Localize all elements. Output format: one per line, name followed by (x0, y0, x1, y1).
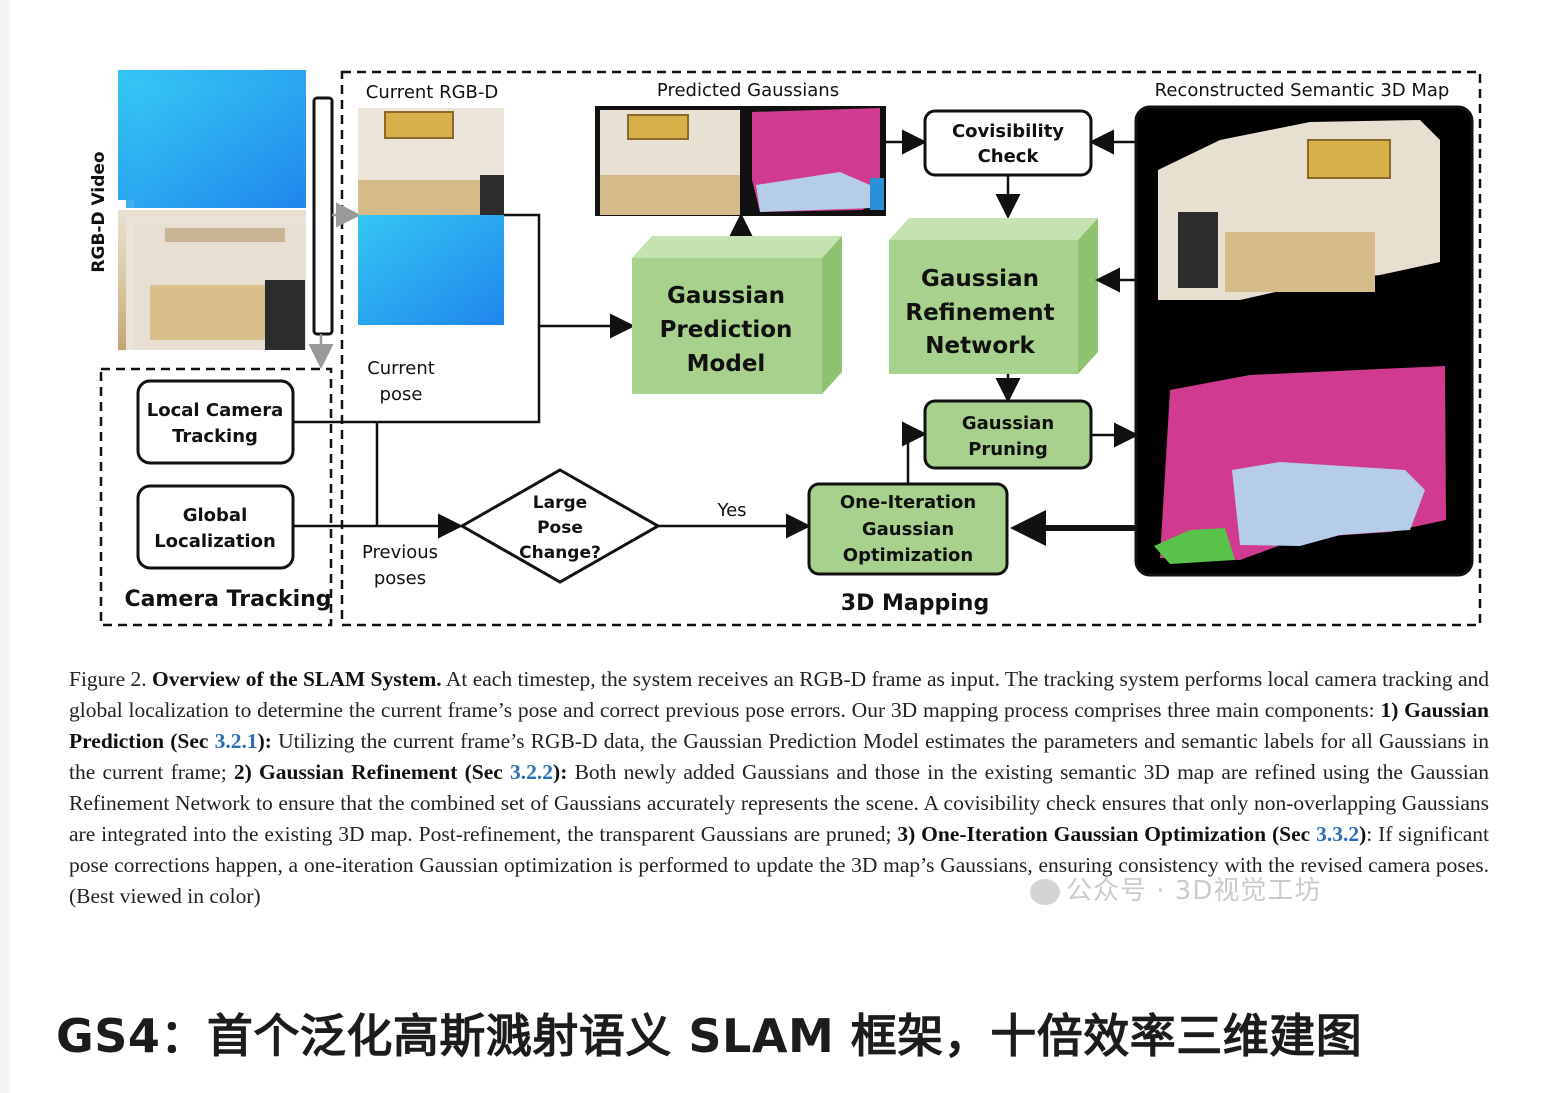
prune-label-1: Gaussian (962, 413, 1054, 434)
current-rgbd-label: Current RGB-D (366, 82, 499, 103)
predicted-gaussians-label: Predicted Gaussians (657, 80, 839, 101)
oigo-label-1: One-Iteration (840, 492, 976, 513)
camera-tracking-panel (99, 367, 333, 627)
section-ref-3-2-1[interactable]: 3.2.1 (214, 729, 258, 753)
diamond-label-2: Pose (537, 518, 583, 538)
3d-mapping-title: 3D Mapping (841, 591, 989, 616)
current-pose-label-line1: Current (367, 358, 435, 379)
slam-overview-diagram: RGB-D Video Current RGB-D Current pose L… (89, 70, 1482, 627)
grn-label-1: Gaussian (921, 266, 1039, 292)
article-headline: GS4：首个泛化高斯溅射语义 SLAM 框架，十倍效率三维建图 (56, 1009, 1363, 1063)
caption-bold-3: 3) One-Iteration Gaussian Optimization (… (897, 822, 1367, 846)
current-pose-label-line2: pose (380, 384, 423, 405)
grn-label-2: Refinement (905, 300, 1054, 326)
local-tracking-label-1: Local Camera (147, 400, 283, 421)
watermark: 公众号 · 3D视觉工坊 (1030, 870, 1321, 907)
caption-text-2: Utilizing the current frame’s RGB-D data… (69, 729, 1489, 784)
global-loc-label-1: Global (183, 505, 248, 526)
gpm-label-1: Gaussian (667, 283, 785, 309)
grn-label-3: Network (925, 333, 1035, 359)
yes-label: Yes (716, 500, 746, 521)
local-tracking-label-2: Tracking (172, 426, 258, 447)
oigo-label-2: Gaussian (862, 519, 954, 540)
gpm-label-2: Prediction (660, 317, 793, 343)
3d-mapping-panel (340, 70, 1482, 627)
gpm-label-3: Model (687, 351, 766, 377)
rgbd-video-color-stack (118, 210, 306, 350)
diamond-label-1: Large (533, 493, 587, 513)
watermark-text: 公众号 · 3D视觉工坊 (1066, 876, 1322, 906)
covis-label-2: Check (978, 146, 1040, 167)
gaussian-refinement-network-box (889, 218, 1098, 374)
caption-text-4: : If significant pose corrections happen… (69, 822, 1489, 908)
caption-bold-2: 2) Gaussian Refinement (Sec 3.2.2): (233, 760, 568, 784)
caption-bold-1: 1) Gaussian Prediction (Sec 3.2.1): (69, 698, 1489, 753)
local-camera-tracking-box (136, 379, 295, 465)
rgbd-video-label: RGB-D Video (89, 151, 109, 272)
global-localization-box (136, 484, 295, 570)
caption-text-1: At each timestep, the system receives an… (69, 667, 1490, 722)
large-pose-change-decision (458, 468, 662, 584)
reconstructed-map-image (1154, 120, 1446, 564)
rgbd-video-depth-stack (118, 70, 306, 208)
frame-selector-bar (312, 96, 334, 336)
oigo-label-3: Optimization (843, 545, 973, 566)
gaussian-prediction-model-box (632, 236, 842, 394)
global-loc-label-2: Localization (154, 531, 276, 552)
section-ref-3-2-2[interactable]: 3.2.2 (510, 760, 554, 784)
previous-poses-label-2: poses (374, 568, 426, 589)
caption-text-3: Both newly added Gaussians and those in … (69, 760, 1490, 846)
wechat-logo-icon (1030, 878, 1060, 905)
caption-prefix: Figure 2. (69, 667, 153, 691)
reconstructed-map-label: Reconstructed Semantic 3D Map (1155, 80, 1450, 101)
diamond-label-3: Change? (519, 543, 601, 563)
covis-label-1: Covisibility (952, 121, 1064, 142)
figure-caption: Figure 2. Overview of the SLAM System. A… (69, 664, 1489, 912)
previous-poses-label-1: Previous (362, 542, 438, 563)
section-ref-3-3-2[interactable]: 3.3.2 (1316, 822, 1360, 846)
current-rgbd-image (358, 108, 504, 325)
prune-label-2: Pruning (968, 439, 1048, 460)
predicted-gaussians-image (595, 106, 886, 216)
camera-tracking-title: Camera Tracking (124, 587, 331, 612)
caption-title: Overview of the SLAM System. (152, 667, 442, 691)
